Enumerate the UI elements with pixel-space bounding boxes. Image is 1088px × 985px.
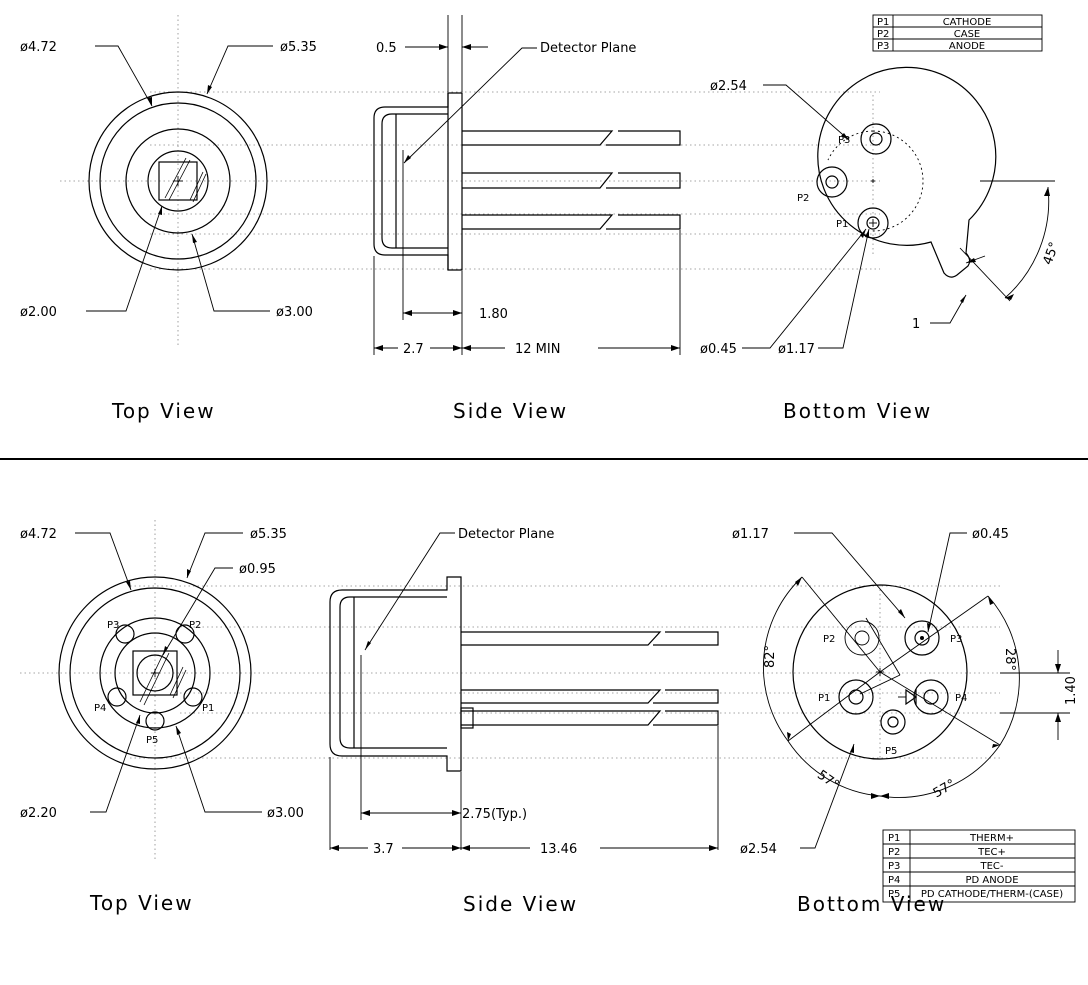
bottom-bottomview-angle57a-label: 57° bbox=[814, 768, 841, 794]
top-bottomview-p2-label: P2 bbox=[797, 193, 809, 204]
bottom-sideview-title: Side View bbox=[463, 892, 578, 916]
top-sideview-title: Side View bbox=[453, 399, 568, 423]
top-view-package-bottom bbox=[58, 532, 262, 813]
pin-table-bottom-row: P4 PD ANODE bbox=[888, 875, 1019, 886]
top-sideview-d05-label: 0.5 bbox=[376, 41, 397, 56]
side-view-package-top bbox=[373, 15, 681, 355]
bottom-bottomview-d254-label: ø2.54 bbox=[740, 842, 777, 857]
top-bottomview-p1-label: P1 bbox=[836, 219, 848, 230]
side-view-package-bottom bbox=[329, 532, 719, 851]
pin-table-top-row: P1 CATHODE bbox=[877, 17, 991, 28]
bottom-topview-p1-label: P1 bbox=[202, 703, 214, 714]
top-bottomview-title: Bottom View bbox=[783, 399, 932, 423]
pin-table-bottom-function-cell: PD ANODE bbox=[965, 875, 1018, 886]
top-bottomview-d1-label: 1 bbox=[912, 317, 920, 332]
top-panel: ø4.72 ø5.35 ø2.00 ø3.00 Top View bbox=[20, 14, 1063, 423]
bottom-bottomview-angle28-label: 28° bbox=[1002, 648, 1017, 671]
bottom-topview-d300-label: ø3.00 bbox=[267, 806, 304, 821]
bottom-view-package-top bbox=[742, 66, 1055, 349]
top-bottomview-d254-label: ø2.54 bbox=[710, 79, 747, 94]
pin-table-bottom-pin-cell: P5 bbox=[888, 889, 900, 900]
bottom-topview-title: Top View bbox=[89, 891, 194, 915]
pin-table-bottom-row: P3 TEC- bbox=[888, 861, 1004, 872]
top-topview-d472-label: ø4.72 bbox=[20, 40, 57, 55]
top-sideview-detector-plane-label: Detector Plane bbox=[540, 41, 636, 56]
projection-lines-bottom bbox=[20, 520, 1000, 860]
top-view-package bbox=[86, 45, 273, 312]
bottom-bottomview-p3-label: P3 bbox=[950, 634, 962, 645]
pin-table-top bbox=[872, 14, 1043, 52]
bottom-bottomview-p2-label: P2 bbox=[823, 634, 835, 645]
top-topview-title: Top View bbox=[111, 399, 216, 423]
bottom-sideview-d275-label: 2.75(Typ.) bbox=[462, 807, 527, 822]
bottom-sideview-detector-plane-label: Detector Plane bbox=[458, 527, 554, 542]
pin-table-bottom-row: P5 PD CATHODE/THERM-(CASE) bbox=[888, 889, 1063, 900]
bottom-topview-d472-label: ø4.72 bbox=[20, 527, 57, 542]
pin-table-top-row: P2 CASE bbox=[877, 29, 980, 40]
pin-table-top-row: P3 ANODE bbox=[877, 41, 985, 52]
bottom-view-package-bottom bbox=[762, 532, 1070, 849]
bottom-bottomview-p1-label: P1 bbox=[818, 693, 830, 704]
top-topview-d535-label: ø5.35 bbox=[280, 40, 317, 55]
top-bottomview-angle45-label: 45° bbox=[1041, 240, 1063, 267]
bottom-bottomview-angle57b-label: 57° bbox=[931, 777, 958, 802]
pin-table-top-pin-cell: P3 bbox=[877, 41, 889, 52]
pin-table-bottom-row: P1 THERM+ bbox=[888, 833, 1014, 844]
pin-table-bottom-pin-cell: P2 bbox=[888, 847, 900, 858]
bottom-topview-p4-label: P4 bbox=[94, 703, 106, 714]
top-topview-d300-label: ø3.00 bbox=[276, 305, 313, 320]
pin-table-bottom-pin-cell: P4 bbox=[888, 875, 900, 886]
pin-table-bottom-function-cell: THERM+ bbox=[969, 833, 1014, 844]
bottom-topview-d220-label: ø2.20 bbox=[20, 806, 57, 821]
pin-table-bottom-function-cell: TEC+ bbox=[977, 847, 1006, 858]
bottom-bottomview-p4-label: P4 bbox=[955, 693, 967, 704]
bottom-topview-p2-label: P2 bbox=[189, 620, 201, 631]
bottom-topview-p5-label: P5 bbox=[146, 735, 158, 746]
top-bottomview-d117-label: ø1.17 bbox=[778, 342, 815, 357]
top-sideview-d12min-label: 12 MIN bbox=[515, 342, 560, 357]
bottom-bottomview-title: Bottom View bbox=[797, 892, 946, 916]
bottom-panel: ø4.72 ø5.35 ø0.95 ø2.20 ø3.00 P1 P2 P3 P… bbox=[20, 520, 1079, 916]
bottom-bottomview-d117-label: ø1.17 bbox=[732, 527, 769, 542]
bottom-bottomview-p5-label: P5 bbox=[885, 746, 897, 757]
bottom-sideview-d37-label: 3.7 bbox=[373, 842, 394, 857]
bottom-topview-p3-label: P3 bbox=[107, 620, 119, 631]
pin-table-bottom-pin-cell: P1 bbox=[888, 833, 900, 844]
top-sideview-d27-label: 2.7 bbox=[403, 342, 424, 357]
pin-table-bottom-function-cell: TEC- bbox=[979, 861, 1003, 872]
pin-table-top-pin-cell: P2 bbox=[877, 29, 889, 40]
pin-table-bottom-function-cell: PD CATHODE/THERM-(CASE) bbox=[921, 889, 1063, 900]
bottom-bottomview-d140-label: 1.40 bbox=[1064, 676, 1079, 705]
top-topview-d200-label: ø2.00 bbox=[20, 305, 57, 320]
bottom-sideview-d1346-label: 13.46 bbox=[540, 842, 577, 857]
bottom-topview-d535-label: ø5.35 bbox=[250, 527, 287, 542]
top-bottomview-p3-label: P3 bbox=[838, 135, 850, 146]
bottom-topview-d095-label: ø0.95 bbox=[239, 562, 276, 577]
top-sideview-d180-label: 1.80 bbox=[479, 307, 508, 322]
projection-lines-top bbox=[60, 15, 880, 345]
top-bottomview-d045-label: ø0.45 bbox=[700, 342, 737, 357]
pin-table-top-function-cell: ANODE bbox=[949, 41, 985, 52]
pin-table-top-function-cell: CATHODE bbox=[943, 17, 992, 28]
pin-table-bottom bbox=[882, 829, 1076, 903]
pin-table-bottom-row: P2 TEC+ bbox=[888, 847, 1006, 858]
pin-table-top-function-cell: CASE bbox=[954, 29, 981, 40]
pin-table-bottom-pin-cell: P3 bbox=[888, 861, 900, 872]
bottom-bottomview-angle82-label: 82° bbox=[763, 645, 778, 668]
bottom-bottomview-d045-label: ø0.45 bbox=[972, 527, 1009, 542]
pin-table-top-pin-cell: P1 bbox=[877, 17, 889, 28]
